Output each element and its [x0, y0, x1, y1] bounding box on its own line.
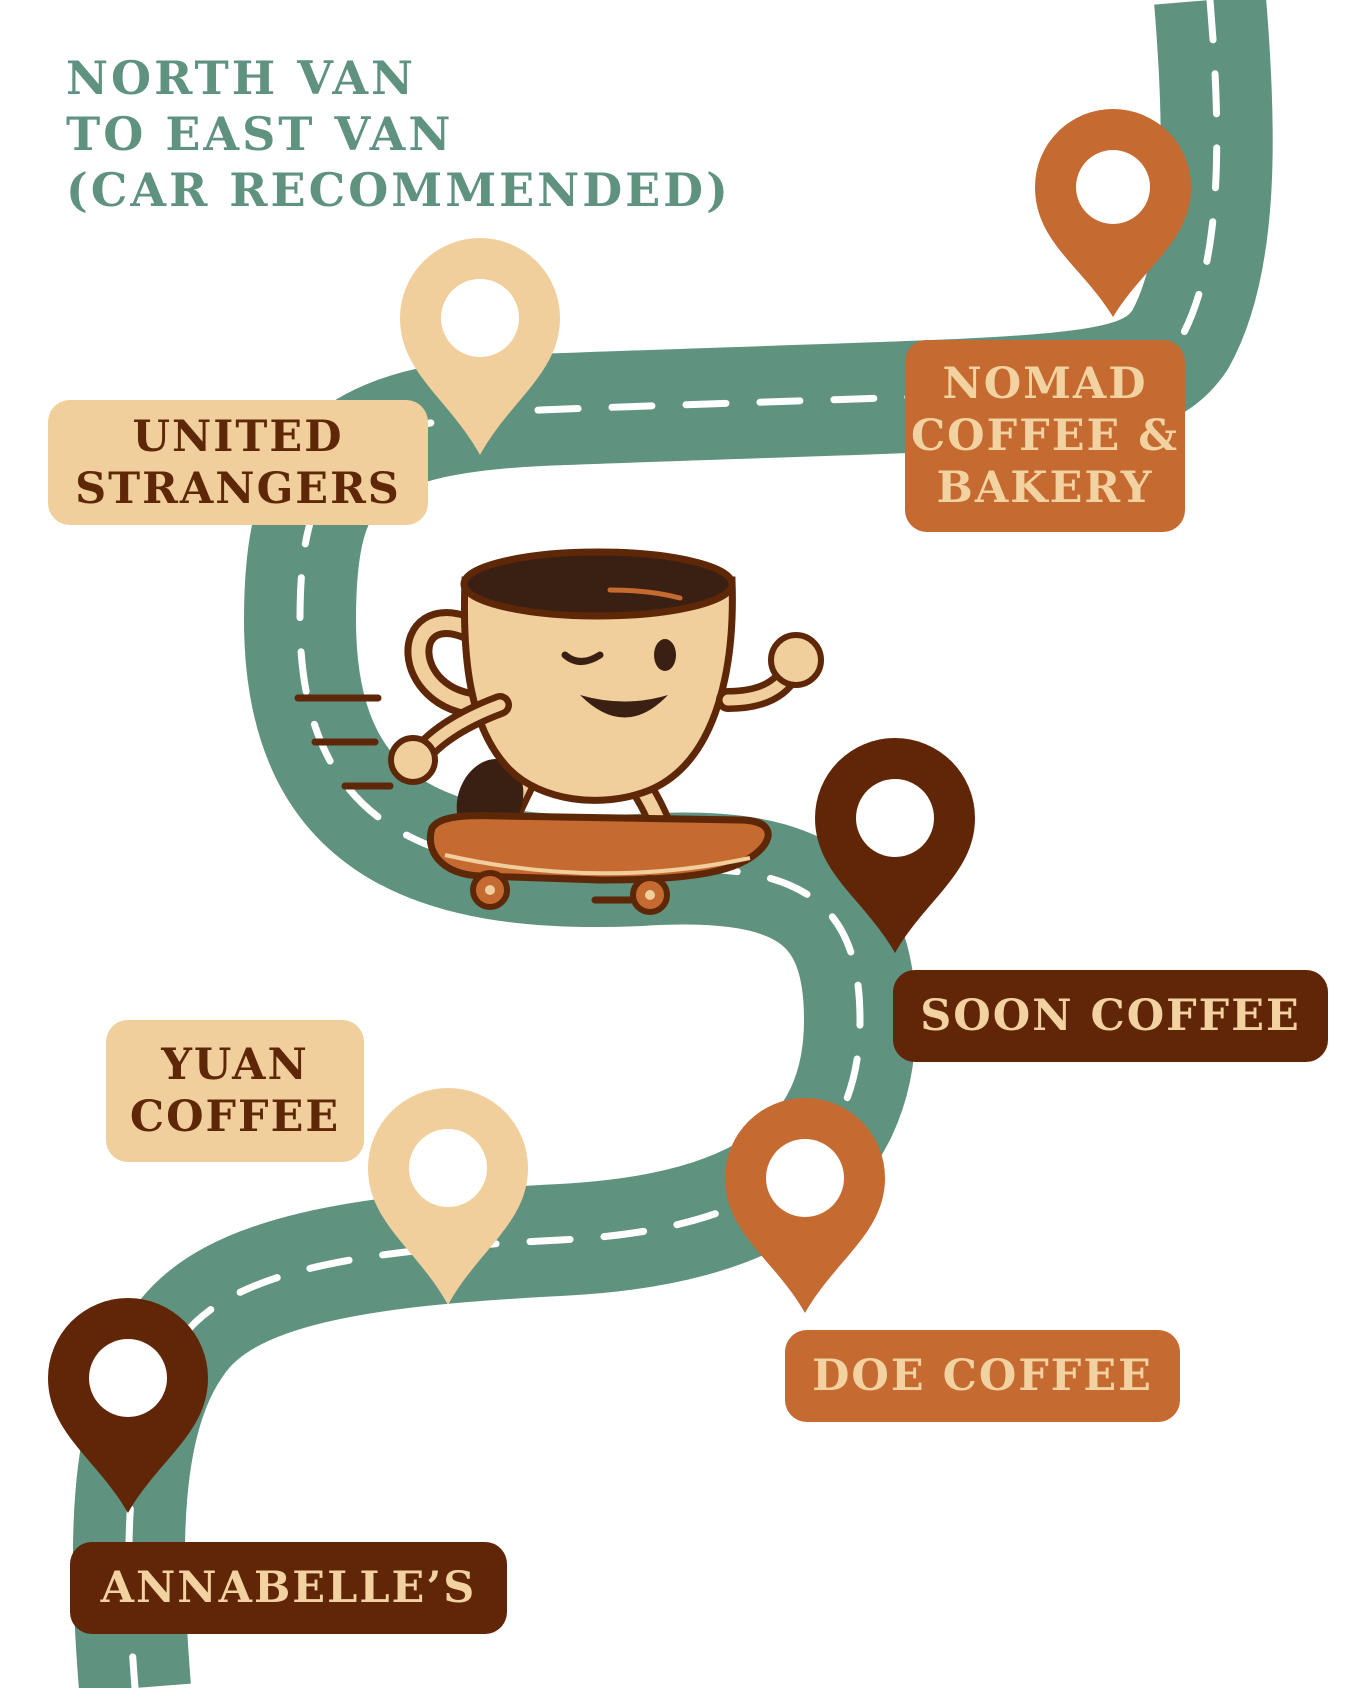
pin-soon-coffee-icon	[815, 738, 975, 953]
skateboarding-coffee-cup-icon	[294, 548, 824, 915]
page-title: NORTH VAN TO EAST VAN (CAR RECOMMENDED)	[66, 50, 731, 218]
label-line: STRANGERS	[75, 463, 401, 514]
label-nomad-coffee-bakery: NOMAD COFFEE & BAKERY	[905, 340, 1185, 532]
label-line: BAKERY	[936, 463, 1154, 513]
label-united-strangers: UNITED STRANGERS	[48, 400, 428, 525]
label-soon-coffee: SOON COFFEE	[893, 970, 1328, 1062]
pin-yuan-coffee-icon	[368, 1088, 528, 1305]
label-line: DOE COFFEE	[812, 1351, 1153, 1401]
title-line-1: NORTH VAN	[66, 51, 417, 105]
pin-nomad-icon	[1035, 109, 1191, 317]
title-line-2: TO EAST VAN	[66, 107, 454, 161]
title-line-3: (CAR RECOMMENDED)	[66, 163, 731, 217]
label-line: COFFEE	[129, 1092, 341, 1142]
label-doe-coffee: DOE COFFEE	[785, 1330, 1180, 1422]
label-yuan-coffee: YUAN COFFEE	[106, 1020, 364, 1162]
label-line: COFFEE &	[910, 411, 1180, 461]
label-line: UNITED	[132, 411, 344, 462]
label-annabelles: ANNABELLE’S	[70, 1542, 507, 1634]
label-line: SOON COFFEE	[920, 991, 1301, 1041]
label-line: ANNABELLE’S	[100, 1563, 477, 1613]
label-line: NOMAD	[942, 359, 1148, 409]
pin-doe-coffee-icon	[725, 1098, 885, 1313]
label-line: YUAN	[161, 1040, 309, 1090]
pin-annabelles-icon	[48, 1298, 208, 1513]
pin-united-strangers-icon	[400, 238, 560, 455]
